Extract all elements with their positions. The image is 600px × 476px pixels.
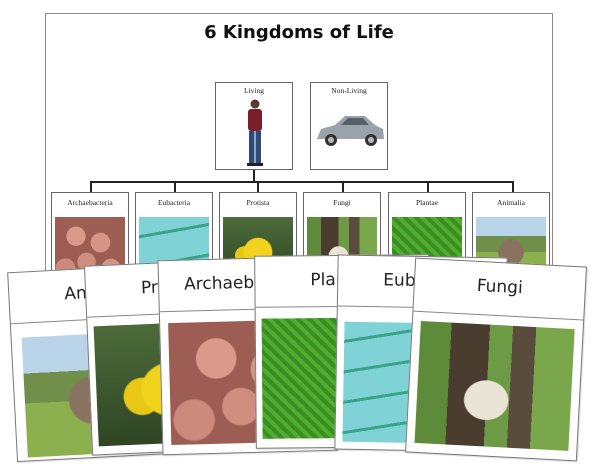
small-card-label: Eubacteria <box>157 198 191 207</box>
connector-protista <box>257 181 259 192</box>
connector-vertical-living <box>253 170 255 182</box>
car-icon <box>317 116 384 146</box>
card-title: Fungi <box>476 275 524 299</box>
small-card-label: Animalia <box>497 198 525 207</box>
mushroom-image <box>414 321 575 451</box>
small-card-label: Protista <box>246 198 270 207</box>
sheet-title: 6 Kingdoms of Life <box>204 22 394 43</box>
connector-eubacteria <box>174 181 176 192</box>
small-card-label: Fungi <box>333 198 351 207</box>
connector-animalia <box>512 181 514 192</box>
connector-plantae <box>427 181 429 192</box>
living-label: Living <box>244 86 264 95</box>
small-card-label: Plantae <box>415 198 439 207</box>
living-card: Living <box>215 82 293 170</box>
connector-archaebacteria <box>90 181 92 192</box>
kingdoms-chart-sheet: 6 Kingdoms of Life Living Non-Living <box>45 13 553 282</box>
man-figure-icon <box>247 99 263 166</box>
connector-horizontal <box>90 181 514 183</box>
small-card-label: Archaebacteria <box>67 198 113 207</box>
card-fungi: Fungi <box>405 257 587 462</box>
card-header: Fungi <box>413 258 586 321</box>
non-living-label: Non-Living <box>331 86 367 95</box>
non-living-card: Non-Living <box>310 82 388 170</box>
connector-fungi <box>342 181 344 192</box>
